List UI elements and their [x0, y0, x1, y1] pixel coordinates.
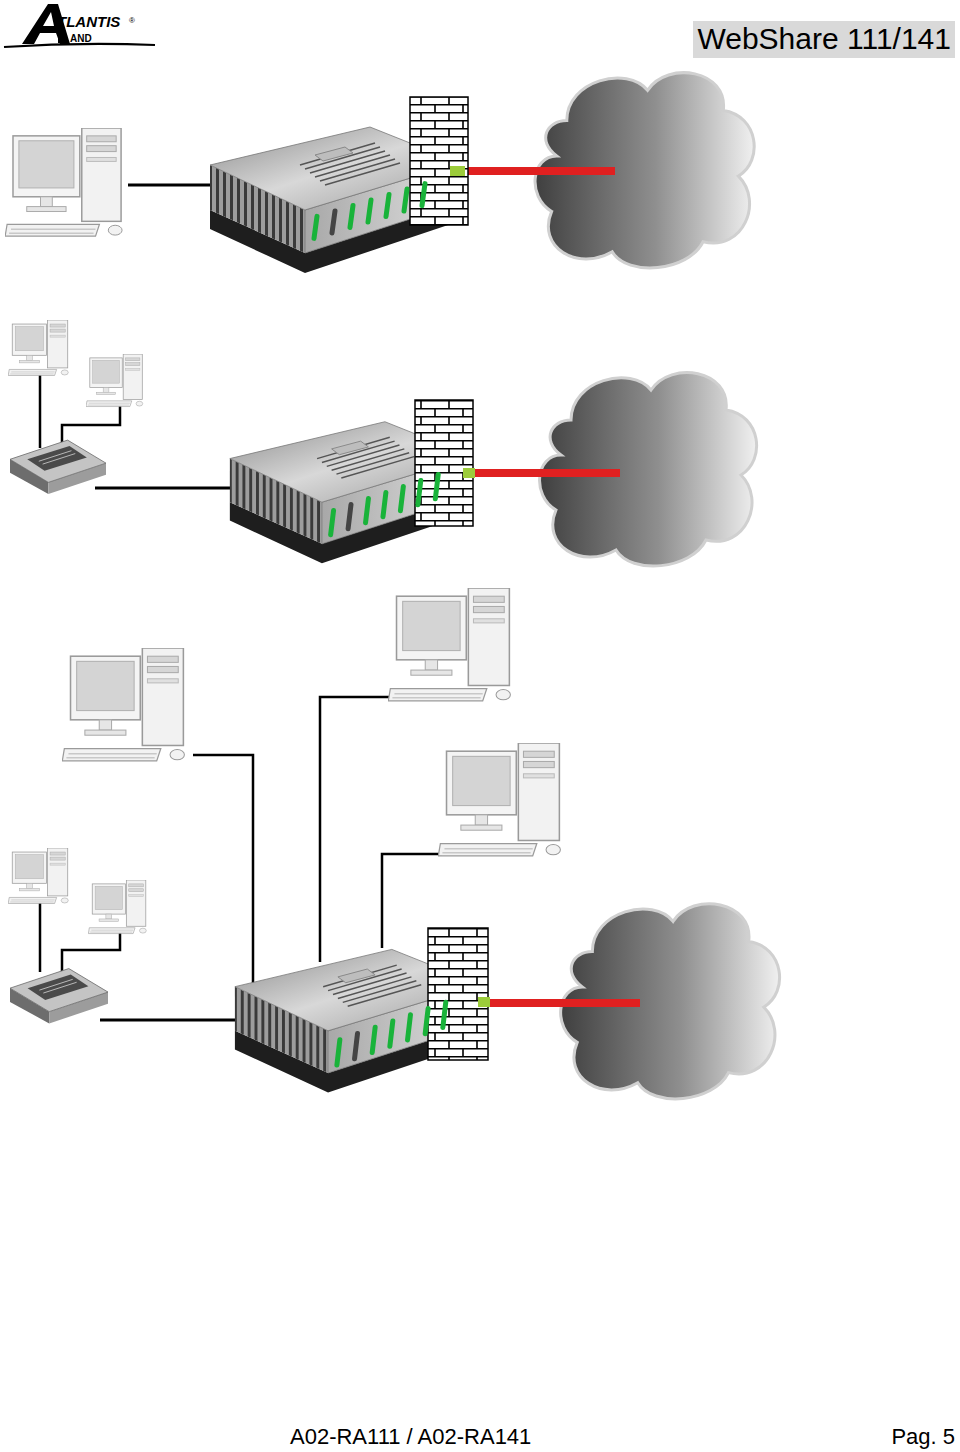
network-scenario-2 [8, 320, 756, 566]
model-code: A02-RA111 / A02-RA141 [290, 1424, 531, 1449]
page-title: WebShare 111/141 [693, 21, 955, 58]
status-led [422, 184, 425, 206]
status-led [368, 200, 371, 222]
logo-text: TLANTIS [57, 13, 120, 30]
status-led [331, 510, 334, 534]
leds-1 [314, 184, 425, 239]
status-led [366, 498, 369, 522]
status-led [348, 504, 351, 528]
trademark-symbol: ® [129, 16, 135, 25]
leds-2 [331, 474, 439, 534]
status-led [314, 216, 317, 238]
status-led [390, 1021, 393, 1046]
status-led [404, 189, 407, 211]
network-scenario-3 [8, 588, 779, 1099]
leds-3 [337, 1002, 446, 1065]
page-number: Pag. 5 [891, 1424, 955, 1449]
status-led [332, 211, 335, 233]
status-led [386, 195, 389, 217]
status-led [418, 480, 421, 504]
status-led [383, 492, 386, 516]
status-led [408, 1015, 411, 1040]
status-led [372, 1027, 375, 1052]
status-led [400, 486, 403, 510]
status-led [350, 205, 353, 227]
status-led [355, 1034, 358, 1059]
status-led [443, 1002, 446, 1027]
status-led [337, 1040, 340, 1065]
logo-text: AND [70, 33, 92, 45]
status-led [435, 474, 438, 498]
network-scenario-1 [5, 73, 754, 273]
logo-graphic [4, 4, 155, 47]
status-led [425, 1008, 428, 1033]
